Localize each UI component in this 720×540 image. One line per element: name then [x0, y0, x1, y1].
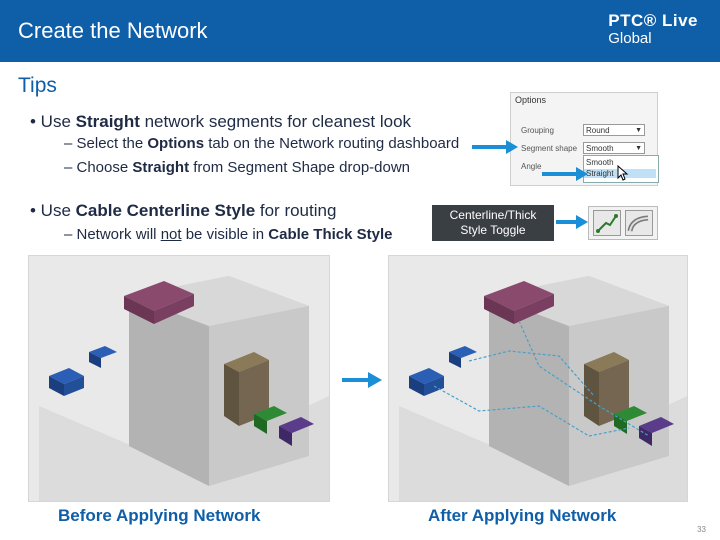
style-toggle-group — [588, 206, 658, 240]
before-network-scene — [28, 255, 330, 502]
sub1-prefix: – Select the — [64, 135, 148, 152]
grouping-value: Round — [586, 126, 610, 135]
page-title: Create the Network — [18, 18, 208, 43]
bullet1-suffix: network segments for cleanest look — [139, 112, 412, 131]
centerline-icon — [596, 214, 618, 233]
bullet2-prefix: • Use — [30, 201, 76, 220]
before-scene-illustration — [39, 276, 329, 501]
dropdown-option-smooth[interactable]: Smooth — [586, 158, 614, 167]
header-bar: Create the Network PTC® Live Global — [0, 0, 720, 62]
callout-line1: Centerline/Thick — [449, 208, 537, 222]
sub3-prefix: – Network will — [64, 226, 161, 243]
bullet2-suffix: for routing — [255, 201, 337, 220]
tips-heading: Tips — [18, 74, 57, 97]
sub3-under: not — [160, 226, 182, 243]
sub3-mid: be visible in — [181, 226, 269, 243]
sub-options-tab: – Select the Options tab on the Network … — [64, 135, 459, 152]
segment-shape-label: Segment shape — [521, 144, 578, 153]
thick-style-button[interactable] — [625, 210, 653, 236]
arrow-to-toggle-icon — [556, 215, 588, 229]
segment-shape-select[interactable]: Smooth ▼ — [583, 142, 645, 154]
sub2-suffix: from Segment Shape drop-down — [189, 159, 411, 176]
mouse-cursor-icon — [617, 165, 629, 181]
arrow-to-straight-option-icon — [542, 167, 588, 181]
after-caption: After Applying Network — [428, 506, 617, 525]
bullet1-bold: Straight — [75, 112, 140, 131]
angle-label: Angle — [521, 162, 542, 171]
centerline-thick-callout: Centerline/Thick Style Toggle — [432, 205, 554, 241]
sub-network-visibility: – Network will not be visible in Cable T… — [64, 226, 392, 243]
grouping-select[interactable]: Round ▼ — [583, 124, 645, 136]
sub1-suffix: tab on the Network routing dashboard — [204, 135, 460, 152]
bullet-straight-segments: • Use Straight network segments for clea… — [30, 112, 411, 132]
callout-line2: Style Toggle — [460, 223, 526, 237]
bullet2-bold: Cable Centerline Style — [75, 201, 256, 220]
before-after-arrow-icon — [342, 372, 382, 388]
arrow-to-segment-shape-icon — [472, 140, 518, 154]
sub2-prefix: – Choose — [64, 159, 133, 176]
ptc-logo: PTC® Live Global — [608, 11, 698, 48]
sub3-bold: Cable Thick Style — [268, 226, 393, 243]
options-tab[interactable]: Options — [515, 95, 547, 105]
bullet-centerline-style: • Use Cable Centerline Style for routing — [30, 201, 336, 221]
page-number: 33 — [697, 525, 706, 534]
before-caption: Before Applying Network — [58, 506, 261, 525]
grouping-label: Grouping — [521, 126, 554, 135]
thick-cable-icon — [627, 215, 649, 232]
after-scene-illustration — [399, 276, 687, 501]
logo-main-text: PTC® Live — [608, 11, 698, 30]
logo-sub-text: Global — [608, 30, 652, 47]
bullet1-prefix: • Use — [30, 112, 76, 131]
sub-choose-straight: – Choose Straight from Segment Shape dro… — [64, 159, 410, 176]
centerline-style-button[interactable] — [593, 210, 621, 236]
after-network-scene — [388, 255, 688, 502]
options-panel: Options Grouping Round ▼ Segment shape Sm… — [510, 92, 659, 186]
sub1-bold: Options — [147, 135, 205, 152]
chevron-down-icon: ▼ — [635, 145, 642, 152]
segment-shape-value: Smooth — [586, 144, 614, 153]
chevron-down-icon: ▼ — [635, 127, 642, 134]
sub2-bold: Straight — [132, 159, 190, 176]
